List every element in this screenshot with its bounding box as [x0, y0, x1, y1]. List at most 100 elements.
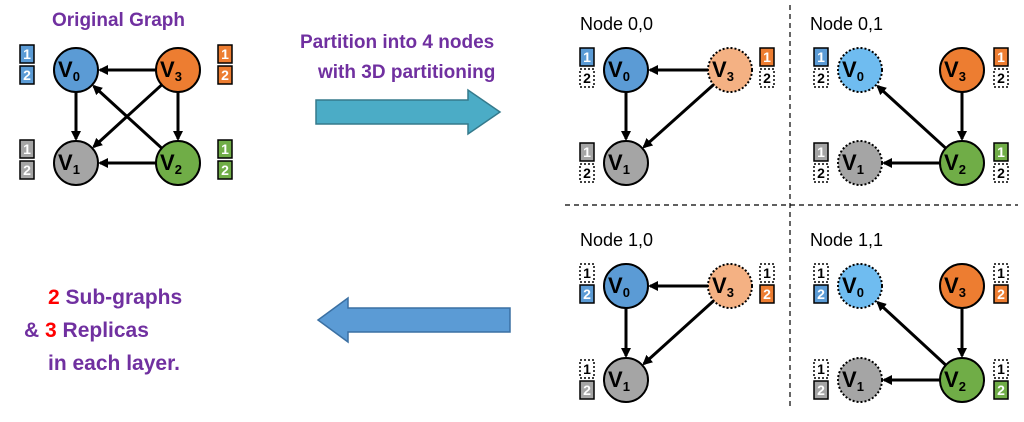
- orig-vertex-v0: V0: [53, 47, 99, 93]
- n01-badge-v3-cell-1-label: 1: [997, 49, 1005, 65]
- orig-badge-v0-cell-2-label: 2: [23, 67, 31, 83]
- n00-vertex-v3-circle: [707, 47, 753, 93]
- n01-badge-v0-cell-1-label: 1: [817, 49, 825, 65]
- n11-badge-v2-cell-2-label: 2: [997, 382, 1005, 398]
- n11-badge-v1-cell-1-label: 1: [817, 361, 825, 377]
- n11-badge-v3-cell-2-label: 2: [997, 286, 1005, 302]
- n10-badge-v1-cell-2-label: 2: [583, 382, 591, 398]
- partition-label-line1: Partition into 4 nodes: [300, 32, 494, 53]
- n01-vertex-v0-label: V0: [842, 57, 864, 84]
- n10-vertex-v1: V1: [603, 357, 649, 403]
- orig-badge-v0-cell-1: [19, 44, 35, 64]
- n10-badge-v1-cell-1: [579, 359, 595, 379]
- orig-vertex-v1: V1: [53, 140, 99, 186]
- n00-badge-v1-cell-1: [579, 142, 595, 162]
- n11-badge-v2-cell-1: [993, 359, 1009, 379]
- orig-badge-v2-cell-1-label: 1: [221, 141, 229, 157]
- n01-badge-v1-cell-1: [813, 142, 829, 162]
- n11-badge-v3-cell-1: [993, 263, 1009, 283]
- orig-badge-v0-cell-2: [19, 65, 35, 85]
- n10-badge-v0-cell-2-label: 2: [583, 286, 591, 302]
- n00-vertex-v1-circle: [603, 140, 649, 186]
- partition-label-line2: with 3D partitioning: [317, 62, 495, 83]
- summary-line3: in each layer.: [48, 352, 180, 375]
- node-1-0-label: Node 1,0: [580, 230, 653, 250]
- n11-badge-v0-cell-1-label: 1: [817, 265, 825, 281]
- n11-vertex-v3-circle: [939, 263, 985, 309]
- orig-edge-v2-v0: [92, 84, 163, 150]
- n10-badge-v0-cell-1: [579, 263, 595, 283]
- n01-badge-v3-cell-2: [993, 68, 1009, 88]
- orig-vertex-v1-circle: [53, 140, 99, 186]
- orig-badge-v3-cell-1-label: 1: [221, 46, 229, 62]
- n00-badge-v1-cell-2: [579, 163, 595, 183]
- n10-vertex-v0-label: V0: [608, 273, 630, 300]
- n00-badge-v3-cell-1: [759, 47, 775, 67]
- orig-vertex-v1-label: V1: [58, 150, 80, 177]
- n10-vertex-v0: V0: [603, 263, 649, 309]
- n00-badge-v0-cell-1-label: 1: [583, 49, 591, 65]
- n10-badge-v0-cell-1-label: 1: [583, 265, 591, 281]
- original-graph-title: Original Graph: [52, 10, 185, 31]
- n11-vertex-v2-circle: [939, 357, 985, 403]
- n10-vertex-v3-circle: [707, 263, 753, 309]
- orig-badge-v1: 12: [19, 139, 35, 180]
- orig-vertex-v3-circle: [155, 47, 201, 93]
- n00-badge-v3-cell-1-label: 1: [763, 49, 771, 65]
- n11-badge-v3: 12: [993, 263, 1009, 304]
- n00-vertex-v1-label: V1: [608, 150, 630, 177]
- n01-vertex-v0: V0: [837, 47, 883, 93]
- n11-badge-v2-cell-2: [993, 380, 1009, 400]
- n01-vertex-v2-circle: [939, 140, 985, 186]
- n01-badge-v1-cell-1-label: 1: [817, 144, 825, 160]
- n10-edge-v3-v1: [642, 299, 715, 366]
- node-0-1-label: Node 0,1: [810, 14, 883, 34]
- orig-vertex-v2-label: V2: [160, 150, 182, 177]
- orig-badge-v0-cell-1-label: 1: [23, 46, 31, 62]
- n11-badge-v1-cell-1: [813, 359, 829, 379]
- n11-badge-v0-cell-1: [813, 263, 829, 283]
- n11-vertex-v0-label: V0: [842, 273, 864, 300]
- n11-badge-v1-cell-2: [813, 380, 829, 400]
- n11-vertex-v0: V0: [837, 263, 883, 309]
- n11-badge-v0: 12: [813, 263, 829, 304]
- n11-vertex-v0-circle: [837, 263, 883, 309]
- n01-badge-v3-cell-2-label: 2: [997, 70, 1005, 86]
- n11-vertex-v1-circle: [837, 357, 883, 403]
- n01-vertex-v3-label: V3: [944, 57, 966, 84]
- n10-badge-v0: 12: [579, 263, 595, 304]
- n11-badge-v1: 12: [813, 359, 829, 400]
- n01-badge-v2-cell-1: [993, 142, 1009, 162]
- orig-badge-v3-cell-1: [217, 44, 233, 64]
- n01-badge-v1: 12: [813, 142, 829, 183]
- n01-badge-v0-cell-2-label: 2: [817, 70, 825, 86]
- n01-vertex-v2-label: V2: [944, 150, 966, 177]
- n01-badge-v3: 12: [993, 47, 1009, 88]
- n00-vertex-v0: V0: [603, 47, 649, 93]
- n01-badge-v0-cell-1: [813, 47, 829, 67]
- n00-vertex-v0-label: V0: [608, 57, 630, 84]
- n10-badge-v3-cell-2: [759, 284, 775, 304]
- n01-vertex-v3: V3: [939, 47, 985, 93]
- n00-badge-v0: 12: [579, 47, 595, 88]
- n11-badge-v3-cell-2: [993, 284, 1009, 304]
- orig-badge-v2-cell-1: [217, 139, 233, 159]
- n10-vertex-v1-label: V1: [608, 367, 630, 394]
- n01-vertex-v1-label: V1: [842, 150, 864, 177]
- n10-badge-v1: 12: [579, 359, 595, 400]
- n00-badge-v1-cell-2-label: 2: [583, 165, 591, 181]
- n10-badge-v0-cell-2: [579, 284, 595, 304]
- n00-vertex-v3: V3: [707, 47, 753, 93]
- n00-badge-v3-cell-2: [759, 68, 775, 88]
- n11-edge-v2-v0: [876, 300, 947, 367]
- orig-badge-v1-cell-2-label: 2: [23, 162, 31, 178]
- n00-vertex-v3-label: V3: [712, 57, 734, 84]
- n11-badge-v2: 12: [993, 359, 1009, 400]
- n10-badge-v1-cell-2: [579, 380, 595, 400]
- orig-vertex-v3-label: V3: [160, 57, 182, 84]
- orig-vertex-v3: V3: [155, 47, 201, 93]
- orig-badge-v3: 12: [217, 44, 233, 85]
- n01-vertex-v1: V1: [837, 140, 883, 186]
- n01-badge-v2-cell-2: [993, 163, 1009, 183]
